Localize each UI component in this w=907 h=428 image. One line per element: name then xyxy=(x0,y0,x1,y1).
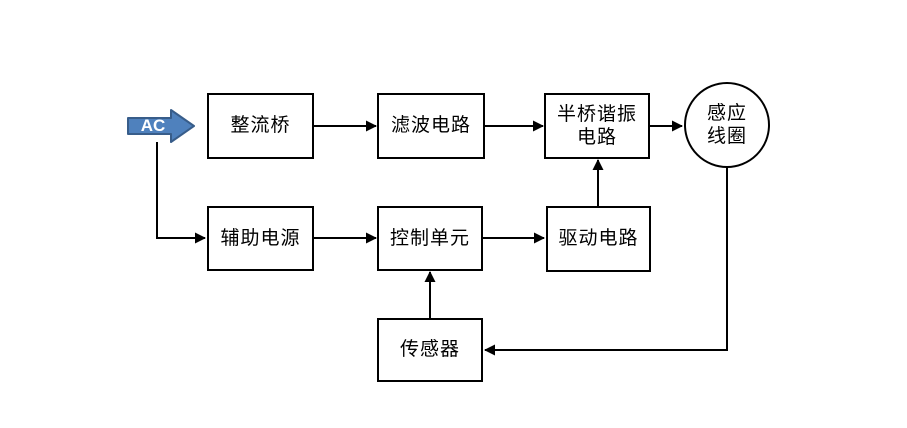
node-sensor: 传感器 xyxy=(377,318,483,382)
node-filter-circuit: 滤波电路 xyxy=(377,93,485,159)
ac-input-arrow-icon xyxy=(127,109,195,143)
node-control-unit: 控制单元 xyxy=(377,206,483,271)
node-induction-coil: 感应 线圈 xyxy=(684,82,770,168)
node-auxiliary-power: 辅助电源 xyxy=(207,206,314,271)
node-drive-circuit: 驱动电路 xyxy=(546,206,651,272)
connector-ac-to-auxpower xyxy=(156,142,206,244)
ac-input-label: AC xyxy=(140,116,166,135)
node-rectifier-bridge: 整流桥 xyxy=(207,93,314,159)
connector-coil-to-sensor xyxy=(484,167,728,356)
node-half-bridge-resonant-circuit: 半桥谐振 电路 xyxy=(544,93,650,159)
